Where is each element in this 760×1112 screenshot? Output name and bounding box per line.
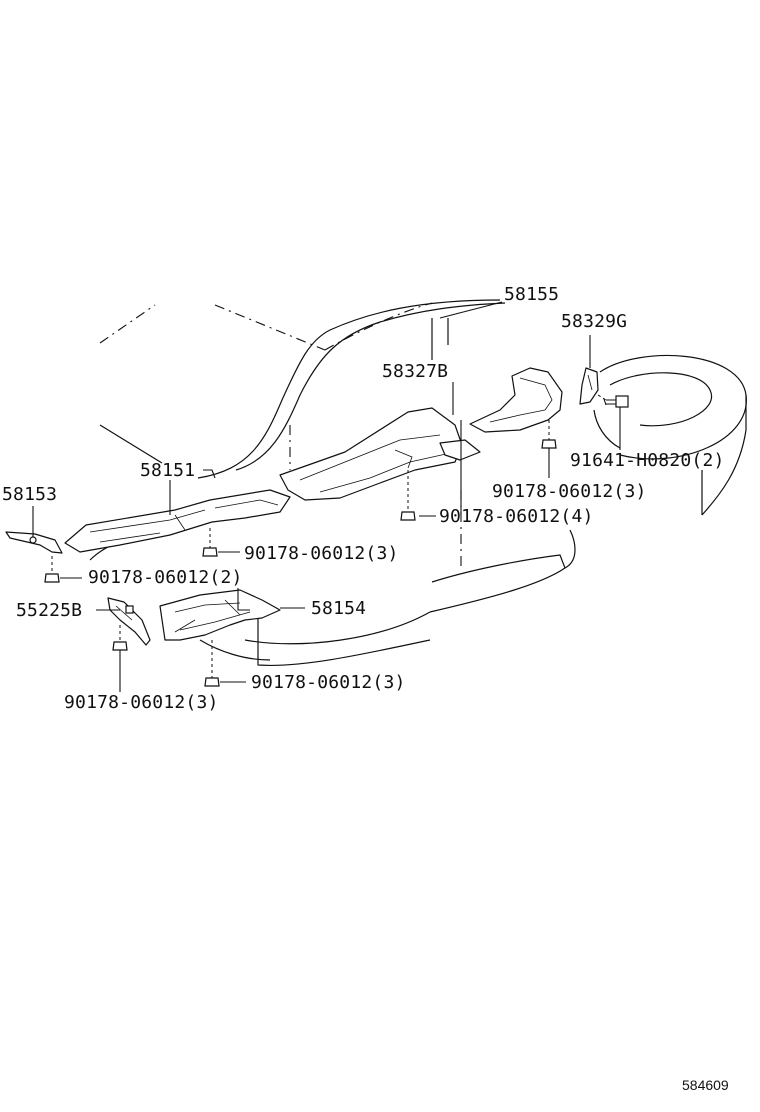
- part-55225b-insulator: [107, 597, 151, 646]
- figure-number: 584609: [682, 1077, 729, 1093]
- label-58329g: 58329G: [561, 311, 627, 332]
- label-58155: 58155: [504, 284, 559, 305]
- label-58153: 58153: [2, 484, 57, 505]
- part-58329g-insulator: [579, 367, 599, 405]
- label-90178-front-left: 90178-06012(2): [88, 567, 243, 588]
- label-90178-rear-right: 90178-06012(3): [492, 481, 647, 502]
- installation-lines: [51, 394, 607, 678]
- part-58153-bracket: [5, 531, 63, 554]
- nut-rear-right-icon: [541, 439, 557, 449]
- fasteners: [44, 395, 629, 687]
- leader-lines: [32, 301, 621, 692]
- nut-front-left-icon: [44, 573, 60, 583]
- spare-tire: [593, 354, 747, 516]
- label-91641-h0820: 91641-H0820(2): [570, 450, 725, 471]
- part-58154-insulator: [159, 589, 281, 641]
- nut-center-icon: [400, 511, 416, 521]
- label-58154: 58154: [311, 598, 366, 619]
- label-90178-lower-left: 90178-06012(3): [64, 692, 219, 713]
- label-58151: 58151: [140, 460, 195, 481]
- label-90178-center: 90178-06012(4): [439, 506, 594, 527]
- part-58155-insulator: [469, 367, 563, 433]
- nut-front-mid-icon: [202, 547, 218, 557]
- label-55225b: 55225B: [16, 600, 82, 621]
- label-58327b: 58327B: [382, 361, 448, 382]
- part-58151-insulator: [64, 489, 291, 553]
- nut-lower-mid-icon: [204, 677, 220, 687]
- label-90178-front-mid: 90178-06012(3): [244, 543, 399, 564]
- part-58327b-insulator: [279, 407, 481, 501]
- nut-lower-left-icon: [112, 641, 128, 651]
- part-labels: 58155 58329G 58327B 91641-H0820(2) 90178…: [2, 284, 725, 713]
- label-90178-lower-mid: 90178-06012(3): [251, 672, 406, 693]
- bolt-91641-icon: [603, 395, 629, 408]
- vehicle-body-outline: [89, 299, 576, 667]
